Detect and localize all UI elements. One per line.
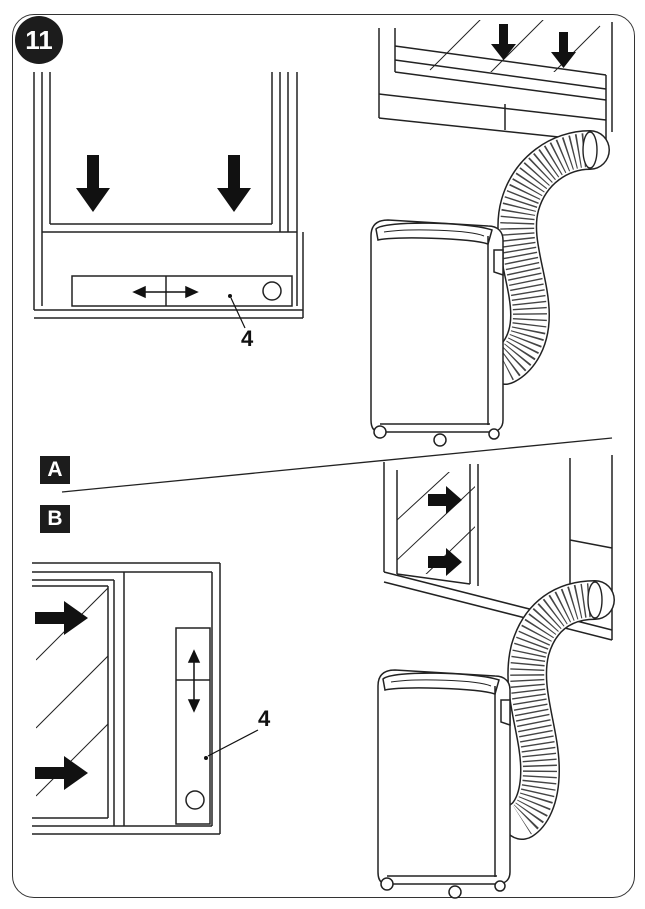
section-label-b: B <box>40 505 70 533</box>
callout-label-4: 4 <box>258 706 271 731</box>
window-top-scene <box>378 20 613 143</box>
arrow-down-icon <box>491 24 516 60</box>
callout-leader <box>230 297 246 329</box>
arrow-down-icon <box>217 155 251 212</box>
section-divider <box>61 437 613 493</box>
step-number-badge: 11 <box>15 16 63 64</box>
arrow-down-icon <box>551 32 576 68</box>
slide-horizontal-arrow-icon <box>132 285 199 299</box>
exhaust-hose <box>485 130 610 385</box>
arrow-right-icon <box>35 601 88 635</box>
portable-air-conditioner <box>370 219 504 447</box>
portable-air-conditioner <box>377 669 511 899</box>
window-closeup-vertical <box>33 72 304 319</box>
arrow-right-icon <box>35 756 88 790</box>
arrow-right-icon <box>428 486 462 514</box>
callout-anchor <box>204 756 208 760</box>
arrow-right-icon <box>428 548 462 576</box>
window-closeup-horizontal <box>32 562 221 835</box>
callout-label-4: 4 <box>241 326 254 351</box>
arrow-down-icon <box>76 155 110 212</box>
callout-leader <box>207 729 259 757</box>
callout-anchor <box>228 294 232 298</box>
section-label-a: A <box>40 456 70 484</box>
slide-vertical-arrow-icon <box>187 649 201 713</box>
exhaust-hose <box>502 580 615 840</box>
